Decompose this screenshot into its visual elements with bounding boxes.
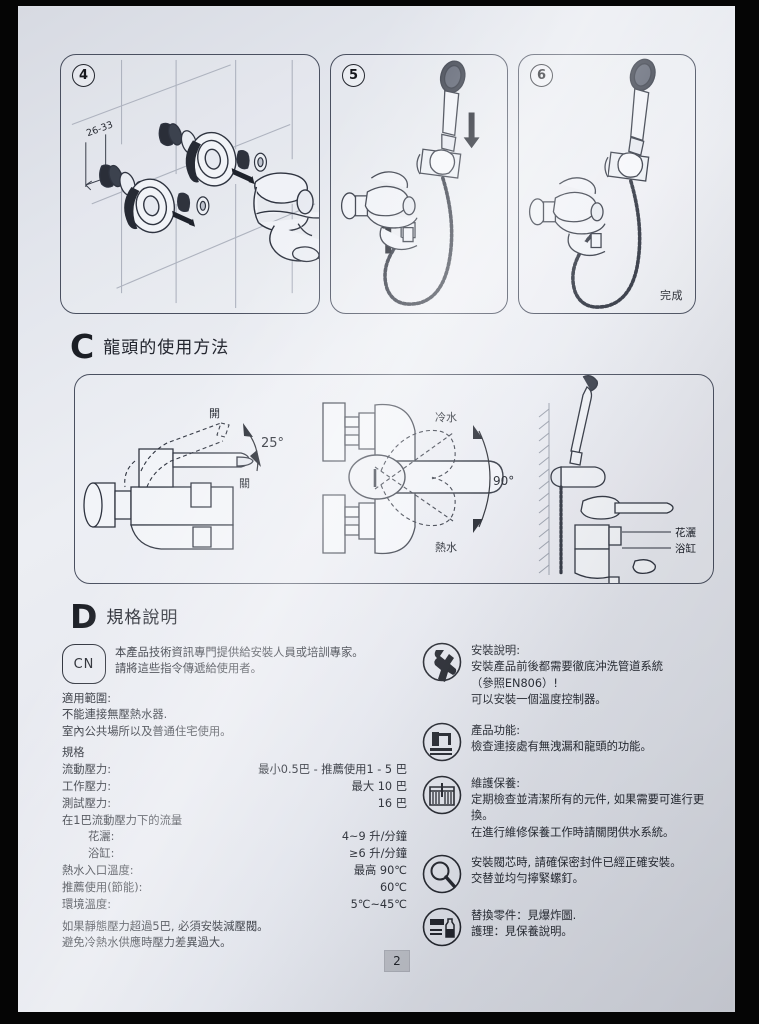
note-row: 維護保養: 定期檢查並清潔所有的元件, 如果需要可進行更換。在進行維修保養工作時請… (422, 775, 722, 842)
care-products-icon (422, 907, 462, 947)
step-6-illustration (528, 58, 656, 309)
step-panels-row: 4 26-33 (60, 54, 700, 314)
label-handle-angle: 90° (493, 474, 514, 488)
note-line: 安裝說明: (471, 644, 520, 657)
spec-key: 工作壓力: (62, 779, 111, 793)
spec-heading: 規格 (62, 746, 85, 760)
spec-value: 4~9 升/分鐘 (341, 830, 407, 844)
section-c-letter: C (70, 327, 95, 366)
label-open: 開 (209, 407, 220, 420)
note-line: （參照EN806）! (471, 676, 558, 690)
spec-row: 熱水入口溫度: 最高 90℃ (62, 863, 407, 880)
section-c-title: 龍頭的使用方法 (103, 338, 230, 359)
note-line: 安裝閥芯時, 請確保密封件已經正確安裝。 (471, 856, 682, 869)
note-text: 產品功能: 檢查連接處有無洩漏和龍頭的功能。 (471, 722, 652, 756)
spec-key: 流動壓力: (62, 762, 111, 776)
brush-icon (422, 775, 462, 815)
note-line: 替換零件：見爆炸圖. (471, 909, 577, 922)
spec-value: 5℃~45℃ (350, 897, 407, 911)
footnote-1: 如果靜態壓力超過5巴, 必須安裝減壓閥。 (62, 919, 269, 933)
spec-value: 最大 10 巴 (351, 779, 407, 793)
spec-key: 環境溫度: (62, 897, 111, 911)
spec-column-left: CN 本產品技術資訊專門提供給安裝人員或培訓專家。 請將這些指令傳遞給使用者。 … (62, 642, 407, 952)
section-c-panel: 開 25° 關 (74, 374, 714, 584)
notes-column-right: 安裝說明: 安裝產品前後都需要徹底沖洗管道系統 （參照EN806）! 可以安裝一個溫度… (422, 642, 722, 960)
spec-row: 浴缸: ≥6 升/分鐘 (62, 846, 407, 863)
spec-row: 工作壓力: 最大 10 巴 (62, 779, 407, 796)
spec-value: 16 巴 (377, 796, 407, 810)
note-line: 產品功能: (471, 723, 520, 737)
step-number-6: 6 (530, 64, 553, 87)
cn-note-text: 本產品技術資訊專門提供給安裝人員或培訓專家。 請將這些指令傳遞給使用者。 (115, 642, 364, 677)
scope-line-1: 不能連接無壓熱水器. (62, 708, 168, 722)
note-row: 產品功能: 檢查連接處有無洩漏和龍頭的功能。 (422, 722, 722, 762)
spec-value: 最小0.5巴 - 推薦使用1 - 5 巴 (258, 762, 407, 776)
note-line: 交替並均勻擰緊螺釘。 (471, 872, 584, 886)
spec-key: 熱水入口溫度: (62, 864, 134, 878)
note-line: 在進行維修保養工作時請關閉供水系統。 (471, 825, 675, 839)
page-number: 2 (384, 950, 410, 972)
step-panel-4: 4 26-33 (60, 54, 320, 314)
note-line: 護理：見保養說明。 (471, 925, 573, 939)
spec-list-pressure: 流動壓力: 最小0.5巴 - 推薦使用1 - 5 巴工作壓力: 最大 10 巴測試壓… (62, 762, 407, 813)
label-cold-water: 冷水 (435, 411, 457, 424)
spec-row: 測試壓力: 16 巴 (62, 796, 407, 813)
section-d-heading: D 規格說明 (70, 597, 179, 636)
cn-note-line-2: 請將這些指令傳遞給使用者。 (115, 662, 262, 676)
spec-row: 環境溫度: 5℃~45℃ (62, 897, 407, 914)
label-lever-angle: 25° (261, 436, 284, 451)
note-line: 安裝產品前後都需要徹底沖洗管道系統 (471, 660, 664, 674)
section-c-illustrations: 開 25° 關 (83, 375, 696, 583)
footnote-2: 避免冷熱水供應時壓力差異過大。 (62, 936, 232, 950)
section-c-heading: C 龍頭的使用方法 (70, 327, 230, 366)
magnifier-icon (422, 854, 462, 894)
spec-key: 測試壓力: (62, 796, 111, 810)
section-d-letter: D (70, 597, 98, 636)
label-hot-water: 熱水 (435, 541, 457, 554)
spec-value: ≥6 升/分鐘 (349, 847, 407, 861)
note-line: 可以安裝一個溫度控制器。 (471, 693, 607, 707)
cn-badge: CN (62, 644, 106, 684)
spec-value: 最高 90℃ (353, 864, 407, 878)
spec-row: 流動壓力: 最小0.5巴 - 推薦使用1 - 5 巴 (62, 762, 407, 779)
note-text: 維護保養: 定期檢查並清潔所有的元件, 如果需要可進行更換。在進行維修保養工作時請… (471, 775, 722, 842)
wrench-icon (422, 642, 462, 682)
label-bathtub: 浴缸 (675, 542, 696, 555)
spec-key: 浴缸: (88, 847, 115, 861)
step-4-illustration: 26-33 (71, 59, 319, 309)
note-row: 替換零件：見爆炸圖. 護理：見保養說明。 (422, 907, 722, 947)
spec-key: 花灑: (88, 830, 115, 844)
step-number-5: 5 (342, 64, 365, 87)
note-line: 維護保養: (471, 776, 520, 790)
note-text: 安裝閥芯時, 請確保密封件已經正確安裝。交替並均勻擰緊螺釘。 (471, 854, 682, 888)
note-row: 安裝說明: 安裝產品前後都需要徹底沖洗管道系統 （參照EN806）! 可以安裝一個溫度… (422, 642, 722, 709)
label-close: 關 (239, 477, 250, 490)
section-d-title: 規格說明 (106, 608, 179, 629)
spec-list-flow: 花灑: 4~9 升/分鐘浴缸: ≥6 升/分鐘熱水入口溫度: 最高 90℃ 推薦使用(節… (62, 829, 407, 914)
note-line: 定期檢查並清潔所有的元件, 如果需要可進行更換。 (471, 792, 705, 823)
scope-line-2: 室內公共場所以及普通住宅使用。 (62, 724, 232, 738)
note-line: 檢查連接處有無洩漏和龍頭的功能。 (471, 739, 652, 753)
note-text: 安裝說明: 安裝產品前後都需要徹底沖洗管道系統 （參照EN806）! 可以安裝一個溫度… (471, 642, 663, 709)
spec-row: 花灑: 4~9 升/分鐘 (62, 829, 407, 846)
spec-key: 推薦使用(節能): (62, 881, 143, 895)
note-text: 替換零件：見爆炸圖. 護理：見保養說明。 (471, 907, 576, 941)
spec-row: 推薦使用(節能): 60℃ (62, 880, 407, 897)
step-panel-6: 6 (518, 54, 696, 314)
step-6-caption: 完成 (660, 289, 683, 302)
step-number-4: 4 (72, 64, 95, 87)
section-d-body: CN 本產品技術資訊專門提供給安裝人員或培訓專家。 請將這些指令傳遞給使用者。 … (62, 642, 722, 949)
cn-note-line-1: 本產品技術資訊專門提供給安裝人員或培訓專家。 (115, 646, 364, 659)
label-shower: 花灑 (675, 526, 696, 539)
cn-note-row: CN 本產品技術資訊專門提供給安裝人員或培訓專家。 請將這些指令傳遞給使用者。 (62, 642, 407, 684)
note-row: 安裝閥芯時, 請確保密封件已經正確安裝。交替並均勻擰緊螺釘。 (422, 854, 722, 894)
flow-heading: 在1巴流動壓力下的流量 (62, 813, 183, 827)
step-4-dimension-label: 26-33 (85, 119, 114, 139)
scope-heading: 適用範圍: (62, 692, 111, 705)
spec-value: 60℃ (379, 881, 407, 895)
faucet-icon (422, 722, 462, 762)
step-5-illustration (340, 60, 480, 306)
step-panel-5: 5 (330, 54, 508, 314)
manual-page: 4 26-33 (18, 6, 735, 1012)
